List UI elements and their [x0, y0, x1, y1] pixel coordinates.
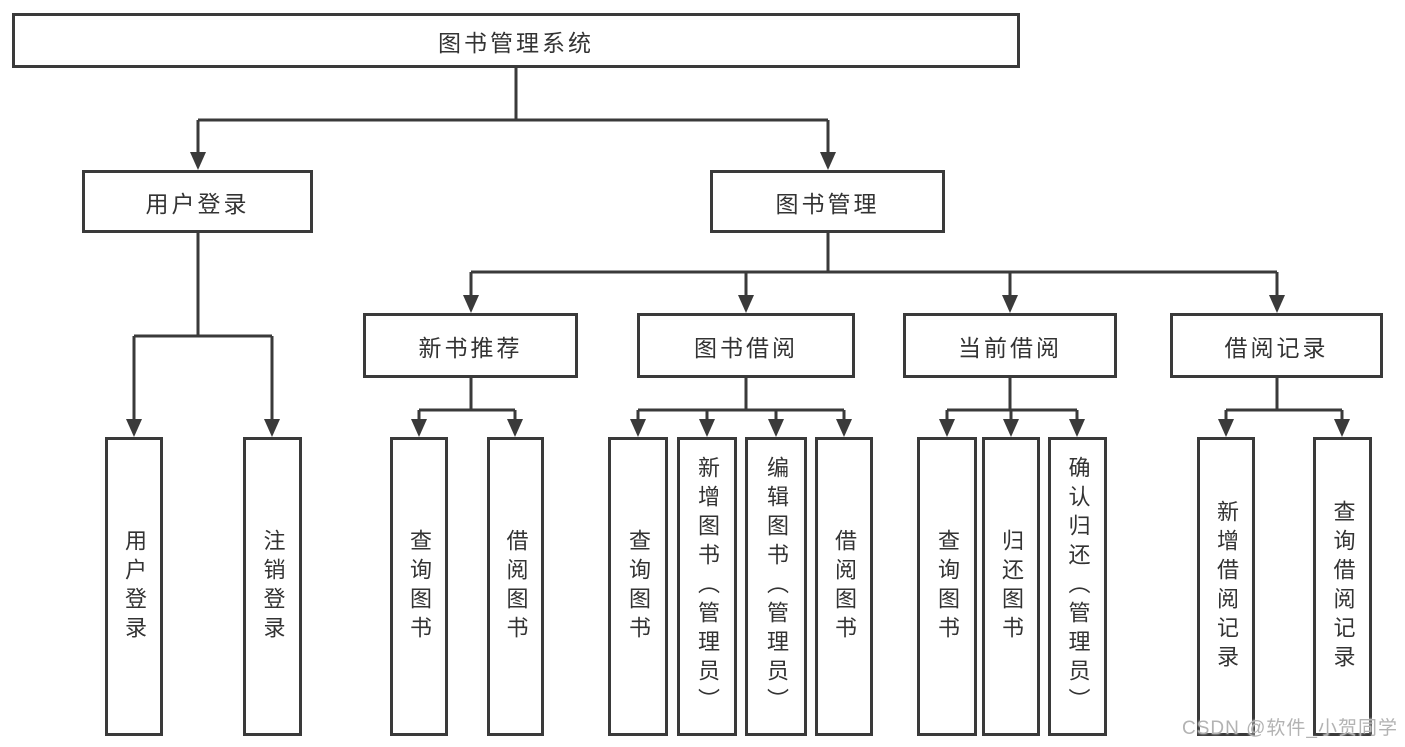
node-new-book-recommend-label: 新书推荐 — [418, 334, 523, 361]
leaf-bb-query-books-label: 查询图书 — [626, 528, 651, 645]
leaf-cb-confirm-return-admin-label: 确认归还（管理员） — [1065, 456, 1091, 717]
leaf-bb-borrow-books: 借阅图书 — [815, 437, 873, 736]
node-book-borrowing: 图书借阅 — [637, 313, 855, 378]
leaf-nbr-query-books: 查询图书 — [390, 437, 448, 736]
arrowhead-bb-query — [630, 419, 646, 437]
csdn-watermark: CSDN @软件_小贺同学 — [1182, 718, 1398, 739]
leaf-bb-edit-books-admin-label: 编辑图书（管理员） — [764, 456, 789, 717]
leaf-logout: 注销登录 — [243, 437, 302, 736]
arrowhead-current-borrow — [1002, 295, 1018, 313]
connector-book-mgmt-to-level3 — [469, 233, 1279, 297]
node-borrowing-records-label: 借阅记录 — [1224, 334, 1329, 361]
arrowhead-cb-return — [1003, 419, 1019, 437]
arrowhead-ul-login — [126, 419, 142, 437]
node-library-management-system: 图书管理系统 — [12, 13, 1020, 68]
leaf-cb-query-books: 查询图书 — [917, 437, 977, 736]
arrowhead-ul-logout — [264, 419, 280, 437]
arrowhead-book-mgmt — [820, 152, 836, 170]
arrowhead-nbr-borrow — [507, 419, 523, 437]
leaf-bb-edit-books-admin: 编辑图书（管理员） — [745, 437, 807, 736]
leaf-bb-query-books: 查询图书 — [608, 437, 668, 736]
arrowhead-br-query — [1334, 419, 1350, 437]
arrowhead-bb-edit — [768, 419, 784, 437]
arrowhead-bb-add — [699, 419, 715, 437]
leaf-br-query-record-label: 查询借阅记录 — [1330, 499, 1356, 674]
arrowhead-book-borrow — [738, 295, 754, 313]
node-current-borrowing: 当前借阅 — [903, 313, 1117, 378]
arrowhead-nbr-query — [411, 419, 427, 437]
arrowhead-cb-query — [939, 419, 955, 437]
arrowhead-cb-confirm — [1069, 419, 1085, 437]
leaf-user-login: 用户登录 — [105, 437, 163, 736]
connector-new-book-rec-to-leaves — [417, 378, 517, 422]
node-user-login-label: 用户登录 — [145, 190, 250, 217]
arrowhead-borrow-records — [1269, 295, 1285, 313]
leaf-cb-confirm-return-admin: 确认归还（管理员） — [1048, 437, 1107, 736]
connector-user-login-to-leaves — [132, 233, 274, 421]
arrowhead-br-add — [1218, 419, 1234, 437]
node-book-management-label: 图书管理 — [775, 190, 880, 217]
arrowhead-user-login — [190, 152, 206, 170]
leaf-br-add-record: 新增借阅记录 — [1197, 437, 1255, 736]
leaf-cb-return-books: 归还图书 — [982, 437, 1040, 736]
leaf-nbr-borrow-books: 借阅图书 — [487, 437, 544, 736]
connector-book-borrow-to-leaves — [636, 378, 846, 422]
leaf-bb-borrow-books-label: 借阅图书 — [832, 528, 857, 645]
node-current-borrowing-label: 当前借阅 — [958, 334, 1062, 361]
node-new-book-recommend: 新书推荐 — [363, 313, 578, 378]
node-user-login: 用户登录 — [82, 170, 313, 233]
leaf-br-add-record-label: 新增借阅记录 — [1214, 499, 1239, 674]
node-library-management-system-label: 图书管理系统 — [438, 29, 594, 56]
arrowhead-bb-borrow — [836, 419, 852, 437]
leaf-bb-add-books-admin: 新增图书（管理员） — [677, 437, 737, 736]
connector-current-borrow-to-leaves — [945, 378, 1079, 422]
node-borrowing-records: 借阅记录 — [1170, 313, 1383, 378]
leaf-cb-query-books-label: 查询图书 — [935, 528, 960, 645]
leaf-nbr-borrow-books-label: 借阅图书 — [503, 528, 529, 645]
leaf-nbr-query-books-label: 查询图书 — [407, 528, 432, 645]
connector-root-to-level2 — [196, 68, 830, 154]
leaf-cb-return-books-label: 归还图书 — [999, 528, 1024, 645]
connector-borrow-records-to-leaves — [1224, 378, 1344, 422]
leaf-user-login-label: 用户登录 — [122, 528, 147, 645]
leaf-logout-label: 注销登录 — [260, 528, 286, 645]
arrowhead-new-book-rec — [463, 295, 479, 313]
leaf-br-query-record: 查询借阅记录 — [1313, 437, 1372, 736]
node-book-borrowing-label: 图书借阅 — [694, 334, 798, 361]
leaf-bb-add-books-admin-label: 新增图书（管理员） — [695, 456, 720, 717]
node-book-management: 图书管理 — [710, 170, 945, 233]
